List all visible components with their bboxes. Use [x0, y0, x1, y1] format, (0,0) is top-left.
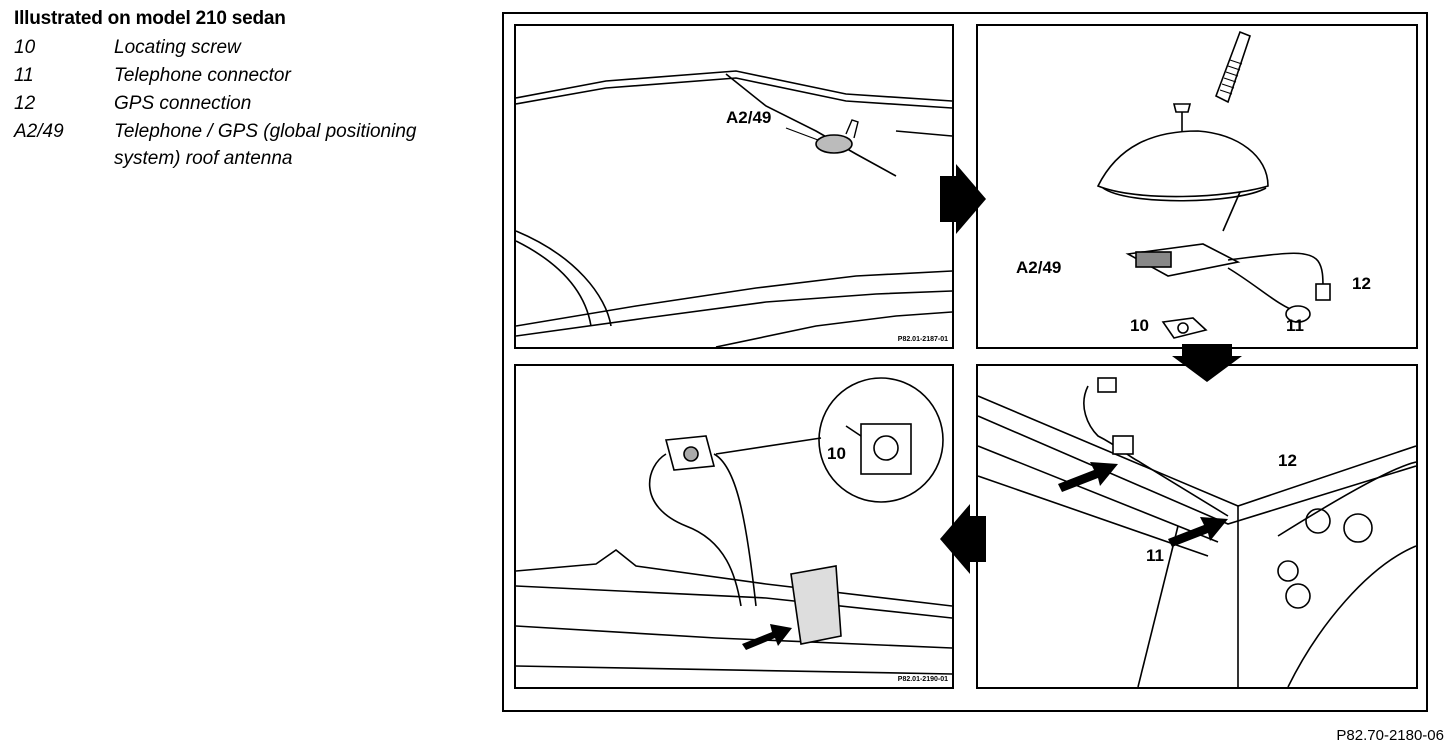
pointer-arrow-icon: [742, 624, 792, 650]
legend-desc: Telephone connector: [114, 65, 291, 86]
panel-roof-location: A2/49 P82.01-2187-01: [514, 24, 954, 349]
illustration-figure: A2/49 P82.01-2187-01: [502, 12, 1428, 712]
callout-10: 10: [1130, 316, 1149, 335]
callout-10: 10: [827, 444, 846, 463]
panel-locating-screw: 10 P82.01-2190-01: [514, 364, 954, 689]
antenna-exploded-drawing: [1096, 30, 1331, 339]
connectors-drawing: [978, 377, 1416, 687]
legend-desc: Locating screw: [114, 37, 241, 58]
panel-ref-code: P82.01-2190-01: [897, 676, 948, 683]
legend-item: A2/49 Telephone / GPS (global positionin…: [14, 118, 474, 172]
legend-item: 11 Telephone connector: [14, 62, 474, 90]
legend-item: 10 Locating screw: [14, 34, 474, 62]
panel-antenna-exploded: A2/49 12 10 11: [976, 24, 1418, 349]
callout-a2-49: A2/49: [726, 108, 772, 127]
locating-screw-drawing: [516, 377, 952, 675]
legend-desc: GPS connection: [114, 93, 252, 114]
sequence-arrow-down-icon: [1172, 344, 1242, 382]
panel-connectors: 12 11: [976, 364, 1418, 689]
legend-code: A2/49: [14, 121, 64, 142]
callout-12: 12: [1352, 274, 1371, 293]
callout-12: 12: [1278, 451, 1297, 470]
antenna-a249-shape: [815, 119, 859, 154]
roof-location-drawing: [516, 70, 952, 347]
figure-ref-code: P82.70-2180-06: [1336, 727, 1444, 744]
sequence-arrow-right-icon: [940, 164, 986, 234]
legend-item: 12 GPS connection: [14, 90, 474, 118]
legend: Illustrated on model 210 sedan 10 Locati…: [14, 8, 474, 172]
legend-code: 11: [14, 65, 34, 86]
callout-11: 11: [1146, 546, 1164, 565]
callout-a2-49: A2/49: [1016, 258, 1062, 277]
legend-desc: Telephone / GPS (global positioning syst…: [114, 121, 417, 169]
legend-code: 12: [14, 93, 36, 114]
sequence-arrow-left-icon: [940, 504, 986, 574]
panel-ref-code: P82.01-2187-01: [897, 336, 948, 343]
legend-code: 10: [14, 37, 36, 58]
legend-title: Illustrated on model 210 sedan: [14, 8, 286, 29]
callout-11: 11: [1286, 316, 1304, 335]
pointer-arrow-icon: [1168, 517, 1228, 547]
pointer-arrow-icon: [1058, 462, 1118, 492]
